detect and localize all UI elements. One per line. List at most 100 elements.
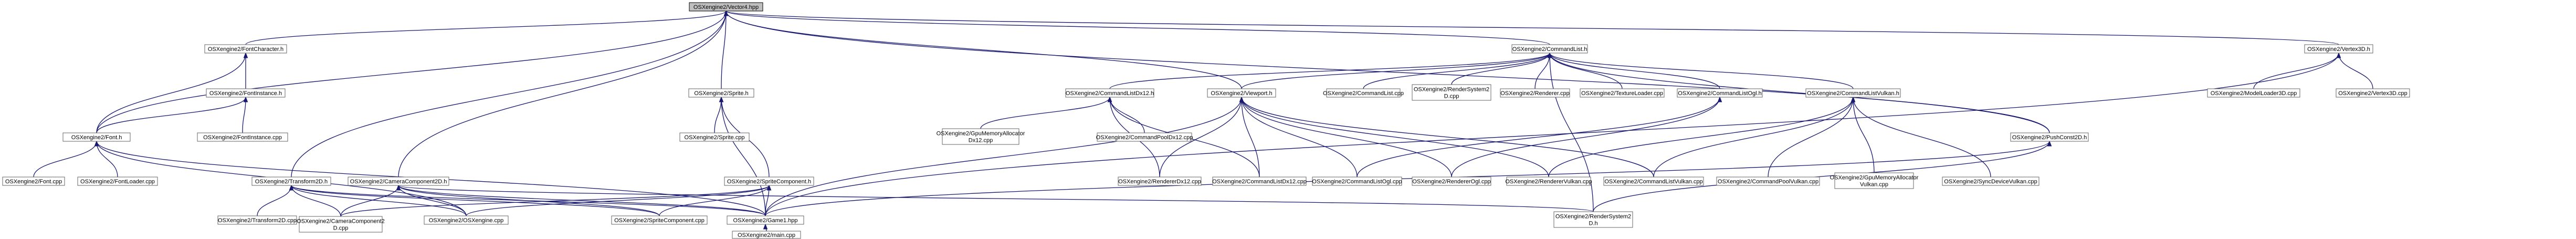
- node-camcomp_h[interactable]: OSXengine2/CameraComponent2D.h: [348, 176, 449, 186]
- node-label-renderer_cpp: OSXengine2/Renderer.cpp: [1500, 90, 1569, 97]
- node-cmdpoolvk[interactable]: OSXengine2/CommandPoolVulkan.cpp: [1716, 176, 1820, 186]
- edge-arrowhead-21: [289, 184, 294, 191]
- node-cmdlistogl_cpp[interactable]: OSXengine2/CommandListOgl.cpp: [1312, 176, 1402, 186]
- node-label-sprite_h: OSXengine2/Sprite.h: [694, 90, 748, 97]
- node-label-fontloader: OSXengine2/FontLoader.cpp: [80, 179, 155, 185]
- edge-arrowhead-57: [1717, 96, 1722, 102]
- edge-arrowhead-62: [1850, 96, 1856, 102]
- node-box-modelloader: [2207, 88, 2300, 98]
- node-renderervk[interactable]: OSXengine2/RendererVulkan.cpp: [1505, 176, 1592, 186]
- node-main_cpp[interactable]: OSXengine2/main.cpp: [732, 231, 801, 239]
- edge-transform2d-to-osxengine: [291, 185, 467, 216]
- edge-vector4-to-pushconst: [726, 11, 2050, 133]
- node-label-font_cpp: OSXengine2/Font.cpp: [5, 179, 62, 185]
- node-renderer_cpp[interactable]: OSXengine2/Renderer.cpp: [1500, 88, 1570, 98]
- node-fontinstcpp[interactable]: OSXengine2/FontInstance.cpp: [197, 132, 288, 142]
- edge-fontinst-to-font_h: [96, 97, 246, 133]
- node-label-rendersys_h: D.h: [1589, 221, 1597, 227]
- node-label-fontinst: OSXengine2/FontInstance.h: [209, 90, 282, 97]
- node-box-vertex3d_h: [2304, 44, 2373, 54]
- node-box-gpumemvk: [1834, 172, 1914, 189]
- node-label-cmdpooldx12: OSXengine2/CommandPoolDx12.cpp: [1096, 134, 1193, 141]
- edge-viewport_h-to-renderervk: [1241, 97, 1549, 178]
- node-box-spritecomp_h: [724, 176, 814, 186]
- node-vector4[interactable]: OSXengine2/Vector4.hpp: [689, 2, 763, 12]
- node-label-fontinstcpp: OSXengine2/FontInstance.cpp: [203, 134, 282, 141]
- node-font_cpp[interactable]: OSXengine2/Font.cpp: [2, 176, 65, 186]
- edge-transform2d-to-spritecomp_cpp: [291, 185, 660, 216]
- edge-camcomp_h-to-camcomp_cpp: [340, 185, 399, 217]
- node-box-renderer_cpp: [1500, 88, 1570, 98]
- node-cmdlist_h[interactable]: OSXengine2/CommandList.h: [1511, 44, 1588, 54]
- node-camcomp_cpp[interactable]: OSXengine2/CameraComponent2D.cpp: [297, 216, 385, 233]
- edge-arrowhead-10: [243, 52, 248, 58]
- node-modelloader[interactable]: OSXengine2/ModelLoader3D.cpp: [2207, 88, 2300, 98]
- edge-vertex3d_h-to-vertex3d_cpp: [2338, 53, 2373, 89]
- node-transform2dcpp[interactable]: OSXengine2/Transform2D.cpp: [217, 215, 297, 225]
- node-cmdlistvk_cpp[interactable]: OSXengine2/CommandListVulkan.cpp: [1603, 176, 1704, 186]
- node-syncdevvk[interactable]: OSXengine2/SyncDeviceVulkan.cpp: [1942, 176, 2039, 186]
- node-osxengine[interactable]: OSXengine2/OSXengine.cpp: [424, 215, 509, 225]
- edge-cmdlist_h-to-cmdlist_cpp: [1363, 53, 1550, 89]
- edge-arrowhead-44: [1547, 52, 1552, 58]
- edge-cmdlistvk_h-to-renderervk: [1548, 97, 1854, 178]
- edge-transform2d-to-transform2dcpp: [257, 185, 292, 216]
- node-font_h[interactable]: OSXengine2/Font.h: [62, 132, 131, 142]
- node-box-cmdlistogl_h: [1677, 88, 1763, 98]
- node-vertex3d_cpp[interactable]: OSXengine2/Vertex3D.cpp: [2336, 88, 2410, 98]
- edge-vertex3d_h-to-game1: [765, 53, 2339, 216]
- edge-vector4-to-sprite_h: [721, 11, 727, 89]
- node-pushconst[interactable]: OSXengine2/PushConst2D.h: [2010, 132, 2089, 142]
- node-fontloader[interactable]: OSXengine2/FontLoader.cpp: [77, 176, 158, 186]
- edge-viewport_h-to-game1: [765, 97, 1242, 216]
- node-sprite_h[interactable]: OSXengine2/Sprite.h: [688, 88, 754, 98]
- edge-spritecomp_h-to-camcomp_cpp: [340, 185, 770, 217]
- node-label-texloader: OSXengine2/TextureLoader.cpp: [1581, 90, 1663, 97]
- node-fontinst[interactable]: OSXengine2/FontInstance.h: [206, 88, 286, 98]
- node-rendererdx12[interactable]: OSXengine2/RendererDx12.cpp: [1118, 176, 1202, 186]
- node-cmdlistogl_h[interactable]: OSXengine2/CommandListOgl.h: [1677, 88, 1763, 98]
- node-label-camcomp_cpp: D.cpp: [333, 225, 349, 232]
- node-sprite_cpp[interactable]: OSXengine2/Sprite.cpp: [679, 132, 750, 142]
- edge-arrowhead-48: [1107, 96, 1112, 102]
- edge-cmdlistogl_h-to-cmdlistogl_cpp: [1357, 97, 1720, 178]
- edge-sprite_h-to-sprite_cpp: [714, 97, 722, 133]
- edge-arrowhead-26: [396, 184, 401, 191]
- node-label-cmdlistogl_h: OSXengine2/CommandListOgl.h: [1678, 90, 1762, 97]
- node-label-gpumemvk: Vulkan.cpp: [1860, 182, 1888, 188]
- edge-vector4-to-camcomp_h: [398, 11, 727, 178]
- node-fontchar[interactable]: OSXengine2/FontCharacter.h: [204, 44, 287, 54]
- node-cmdlistdx12_cpp[interactable]: OSXengine2/CommandListDx12.cpp: [1212, 176, 1307, 186]
- node-game1[interactable]: OSXengine2/Game1.hpp: [727, 215, 804, 225]
- node-cmdlistdx12_h[interactable]: OSXengine2/CommandListDx12.h: [1065, 88, 1154, 98]
- edge-fontchar-to-font_h: [96, 53, 246, 133]
- node-box-rendererogl: [1412, 176, 1491, 186]
- node-viewport_h[interactable]: OSXengine2/Viewport.h: [1207, 88, 1276, 98]
- node-texloader[interactable]: OSXengine2/TextureLoader.cpp: [1580, 88, 1665, 98]
- node-vertex3d_h[interactable]: OSXengine2/Vertex3D.h: [2304, 44, 2373, 54]
- node-transform2d[interactable]: OSXengine2/Transform2D.h: [251, 176, 331, 186]
- node-label-rendererogl: OSXengine2/RendererOgl.cpp: [1412, 179, 1490, 185]
- nodes-layer: OSXengine2/Vector4.hppOSXengine2/FontCha…: [2, 2, 2410, 239]
- node-box-sprite_h: [688, 88, 754, 98]
- node-box-cmdlist_h: [1511, 44, 1588, 54]
- edge-arrowhead-29: [719, 96, 724, 102]
- node-label-cmdlistvk_cpp: OSXengine2/CommandListVulkan.cpp: [1604, 179, 1702, 185]
- node-label-cmdlist_cpp: OSXengine2/CommandList.cpp: [1323, 90, 1404, 97]
- node-label-main_cpp: OSXengine2/main.cpp: [738, 232, 795, 238]
- node-cmdlist_cpp[interactable]: OSXengine2/CommandList.cpp: [1323, 88, 1404, 98]
- node-label-sprite_cpp: OSXengine2/Sprite.cpp: [685, 134, 745, 141]
- node-spritecomp_cpp[interactable]: OSXengine2/SpriteComponent.cpp: [611, 215, 708, 225]
- node-spritecomp_h[interactable]: OSXengine2/SpriteComponent.h: [724, 176, 814, 186]
- node-cmdpooldx12[interactable]: OSXengine2/CommandPoolDx12.cpp: [1096, 132, 1193, 142]
- node-rendererogl[interactable]: OSXengine2/RendererOgl.cpp: [1412, 176, 1491, 186]
- node-label-renderervk: OSXengine2/RendererVulkan.cpp: [1505, 179, 1592, 185]
- node-cmdlistvk_h[interactable]: OSXengine2/CommandListVulkan.h: [1805, 88, 1901, 98]
- node-box-syncdevvk: [1942, 176, 2039, 186]
- edge-viewport_h-to-cmdlistdx12_cpp: [1241, 97, 1260, 178]
- edge-cmdlist_h-to-cmdlistogl_h: [1549, 53, 1720, 89]
